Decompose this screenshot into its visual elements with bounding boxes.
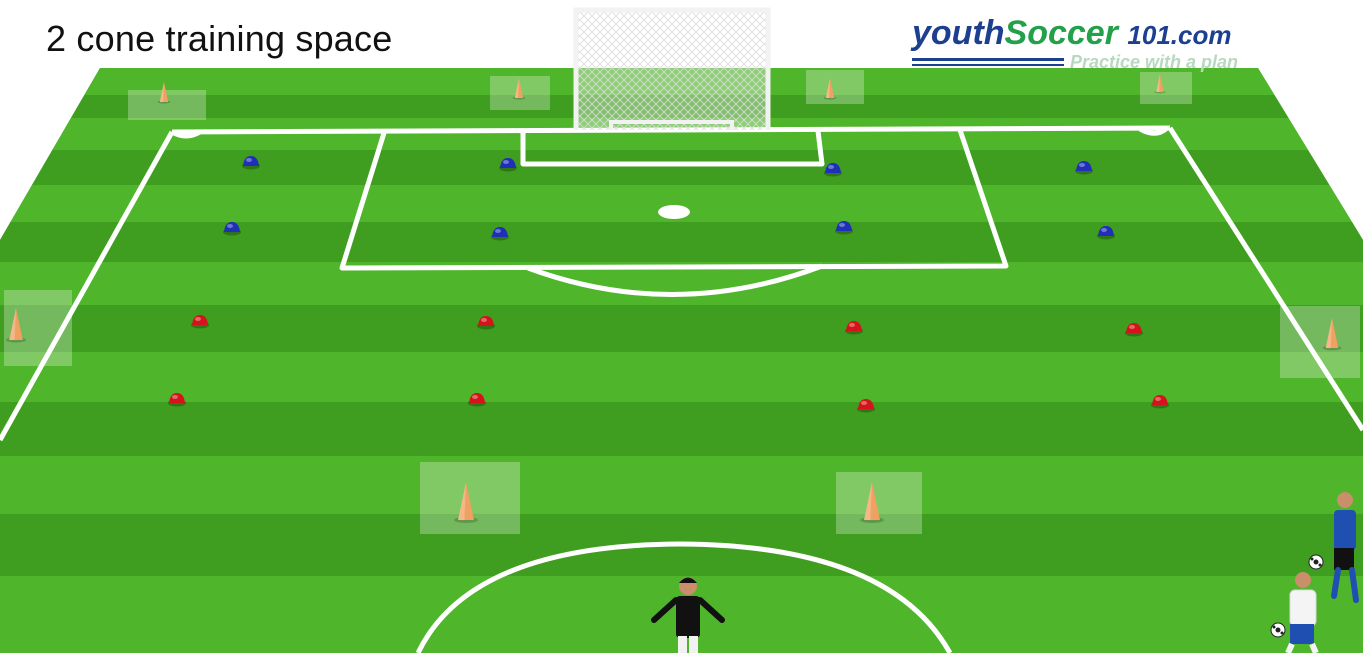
soccer-ball: [1309, 555, 1323, 569]
logo-brand-part2: Soccer: [1005, 14, 1118, 52]
training-zone: [1280, 306, 1360, 378]
grass-stripe: [0, 352, 1363, 402]
logo-underline-2: [912, 64, 1064, 66]
grass-stripe: [0, 150, 1363, 185]
logo-underline: [912, 58, 1064, 61]
grass-stripe: [0, 456, 1363, 514]
logo-tagline: Practice with a plan: [1070, 52, 1238, 73]
soccer-ball: [1271, 623, 1285, 637]
penalty-spot: [658, 205, 690, 219]
logo-brand-number: 101.com: [1127, 20, 1231, 50]
training-zone: [128, 90, 206, 120]
training-zone: [1140, 72, 1192, 104]
site-logo: youthSoccer 101.com Practice with a plan: [912, 14, 1312, 74]
grass-stripe: [0, 305, 1363, 352]
diagram-title: 2 cone training space: [46, 18, 392, 60]
goal: [576, 10, 768, 130]
logo-wordmark: youthSoccer 101.com: [912, 14, 1231, 53]
grass-stripe: [0, 402, 1363, 456]
grass-stripe: [0, 222, 1363, 262]
training-zone: [836, 472, 922, 534]
logo-brand-part1: youth: [912, 14, 1005, 52]
training-zone: [420, 462, 520, 534]
